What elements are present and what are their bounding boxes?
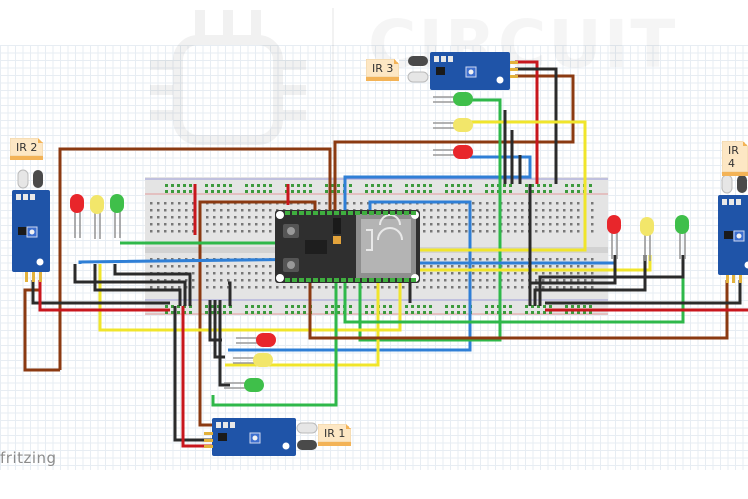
ir-sensors	[12, 52, 748, 456]
wire-black-40	[538, 255, 685, 306]
wire-green-19	[343, 255, 685, 324]
yellow-led	[90, 195, 104, 239]
wire-blue-11	[343, 155, 532, 212]
red-led	[433, 145, 473, 159]
wire-black-25	[31, 280, 170, 305]
wire-brown-6	[198, 212, 212, 427]
wire-brown-5	[198, 200, 317, 212]
wire-black-39	[533, 255, 647, 306]
wire-yellow-17	[225, 283, 380, 367]
ir1-label: IR 1	[318, 424, 352, 446]
ir3-sensor-module	[407, 52, 518, 90]
red-led	[236, 333, 276, 347]
wire-black-30	[213, 300, 225, 359]
red-led	[70, 194, 84, 238]
wire-red-28	[181, 306, 212, 448]
wire-green-20	[211, 283, 338, 407]
wire-brown-1	[58, 147, 332, 370]
red-led	[607, 215, 621, 259]
wire-black-38	[528, 255, 617, 306]
wire-brown-2	[333, 74, 575, 212]
yellow-led	[433, 118, 473, 132]
chip-logo-watermark	[150, 10, 306, 145]
wire-black-27	[173, 306, 212, 442]
wire-red-3	[515, 60, 539, 184]
wire-red-26	[38, 280, 170, 312]
green-led	[224, 378, 264, 392]
wire-black-4	[515, 67, 558, 184]
yellow-led	[233, 353, 273, 367]
ir2-label: IR 2	[10, 138, 44, 160]
green-led	[675, 215, 689, 259]
wire-yellow-15	[98, 264, 402, 332]
ir2-sensor-module	[12, 169, 50, 282]
green-led	[433, 92, 473, 106]
wire-black-32	[228, 281, 232, 306]
wire-black-24	[113, 264, 192, 306]
wire-blue-12	[228, 200, 472, 352]
green-led	[110, 194, 124, 238]
ir1-sensor-module	[204, 418, 318, 456]
ir3-label: IR 3	[366, 59, 400, 81]
wire-black-29	[208, 300, 222, 342]
wire-black-22	[73, 264, 187, 306]
wire-black-31	[218, 300, 230, 387]
fritzing-watermark: fritzing	[0, 449, 57, 467]
wire-black-41	[545, 280, 742, 305]
ir4-sensor-module	[718, 174, 748, 283]
wire-black-23	[93, 264, 182, 306]
yellow-led	[640, 217, 654, 261]
ir4-label: IR 4	[722, 141, 748, 176]
esp32-board	[275, 210, 420, 283]
leds	[70, 92, 689, 392]
